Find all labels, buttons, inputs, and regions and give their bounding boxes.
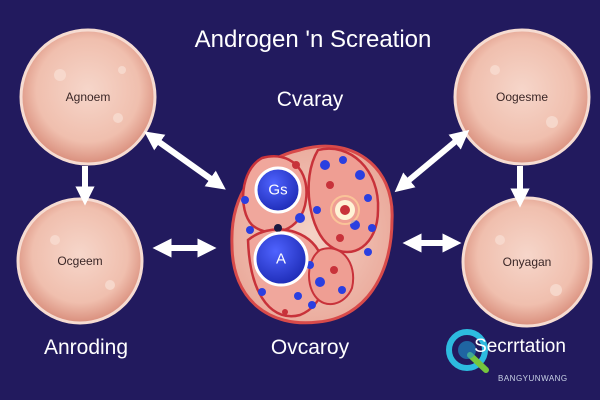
cell-top-left bbox=[19, 28, 157, 166]
arrow-diag-left bbox=[144, 131, 226, 190]
diagram-title: Androgen 'n Screation bbox=[194, 26, 432, 53]
bright-spot bbox=[330, 195, 360, 225]
nucleus-lower-label: A bbox=[275, 250, 287, 268]
cell-top-right bbox=[453, 28, 591, 166]
cell-top-left-label: Agnoem bbox=[65, 90, 111, 104]
watermark-logo bbox=[446, 329, 489, 373]
cell-bottom-right-label: Onyagan bbox=[502, 255, 552, 269]
tissue-nuclei-dots bbox=[241, 156, 376, 315]
cell-top-right-label: Oogesme bbox=[495, 90, 549, 104]
center-bottom-label: Ovcaroy bbox=[270, 336, 350, 359]
nucleus-upper-label: Gs bbox=[268, 181, 288, 199]
nucleus-lower bbox=[253, 231, 309, 287]
center-top-label: Cvaray bbox=[276, 88, 344, 111]
left-bottom-label: Anroding bbox=[43, 336, 129, 359]
central-tissue bbox=[230, 144, 394, 325]
cell-bottom-left-label: Ocgeem bbox=[57, 254, 103, 268]
arrow-diag-right bbox=[394, 129, 470, 193]
nucleus-upper bbox=[254, 166, 302, 214]
watermark-subtext: BANGYUNWANG bbox=[498, 374, 568, 383]
right-bottom-label: Secrrtation bbox=[474, 336, 566, 357]
cell-bottom-left bbox=[16, 197, 144, 325]
